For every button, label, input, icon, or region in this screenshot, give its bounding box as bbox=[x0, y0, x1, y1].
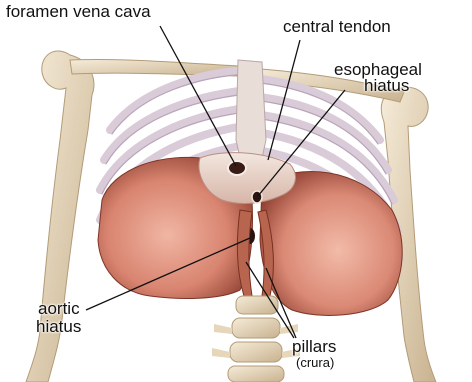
label-esophageal-hiatus-line2: hiatus bbox=[364, 77, 409, 95]
foramen-vena-cava-opening bbox=[228, 161, 246, 175]
label-aortic-hiatus-line1: aortic bbox=[38, 300, 80, 318]
label-central-tendon: central tendon bbox=[283, 18, 391, 36]
vertebral-column bbox=[212, 296, 300, 382]
label-aortic-hiatus-line2: hiatus bbox=[36, 318, 81, 336]
label-foramen-vena-cava: foramen vena cava bbox=[6, 3, 151, 21]
label-pillars: pillars bbox=[292, 338, 336, 356]
label-crura: (crura) bbox=[296, 356, 334, 370]
crura bbox=[237, 210, 273, 296]
